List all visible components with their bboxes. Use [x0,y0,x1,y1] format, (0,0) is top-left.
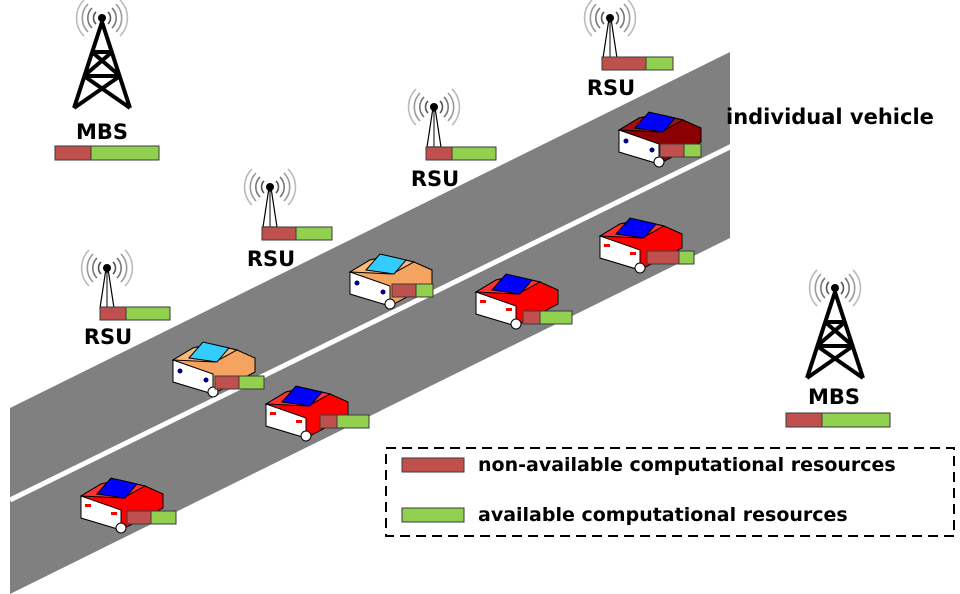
resource-bar [54,145,160,161]
vehicle-lower-4 [599,217,695,274]
individual-vehicle-label: individual vehicle [726,105,934,129]
cell-tower-icon [74,0,130,108]
rsu-label: RSU [247,247,295,271]
vehicle-upper-2 [349,253,434,310]
vehicle-lower-3 [475,273,573,330]
resource-bar [785,412,891,428]
rsu-antenna-icon [409,89,460,147]
legend: non-available computational resources av… [385,447,955,537]
cell-tower-icon [807,270,863,378]
lane-divider [8,143,734,503]
vehicle-upper-3 [618,111,702,168]
legend-swatch-available [401,507,465,523]
rsu-antenna-icon [82,250,133,308]
vehicle-lower-2 [265,385,370,442]
rsu-antenna-icon [245,169,296,227]
mbs-label: MBS [808,385,860,409]
mbs-label: MBS [76,120,128,144]
legend-swatch-non-available [401,457,465,473]
rsu-4: RSU [585,0,674,100]
vehicle-upper-1 [172,341,265,398]
legend-frame [385,447,955,537]
rsu-label: RSU [84,325,132,349]
rsu-label: RSU [411,167,459,191]
legend-label-available: available computational resources [478,504,848,526]
vehicle-lower-1 [80,477,177,534]
rsu-1: RSU [82,250,171,349]
rsu-2: RSU [245,169,333,271]
mbs-right: MBS [785,270,891,428]
rsu-label: RSU [587,76,635,100]
rsu-antenna-icon [585,0,636,58]
legend-label-non-available: non-available computational resources [478,454,896,476]
rsu-3: RSU [409,89,497,191]
mbs-left: MBS [54,0,160,161]
